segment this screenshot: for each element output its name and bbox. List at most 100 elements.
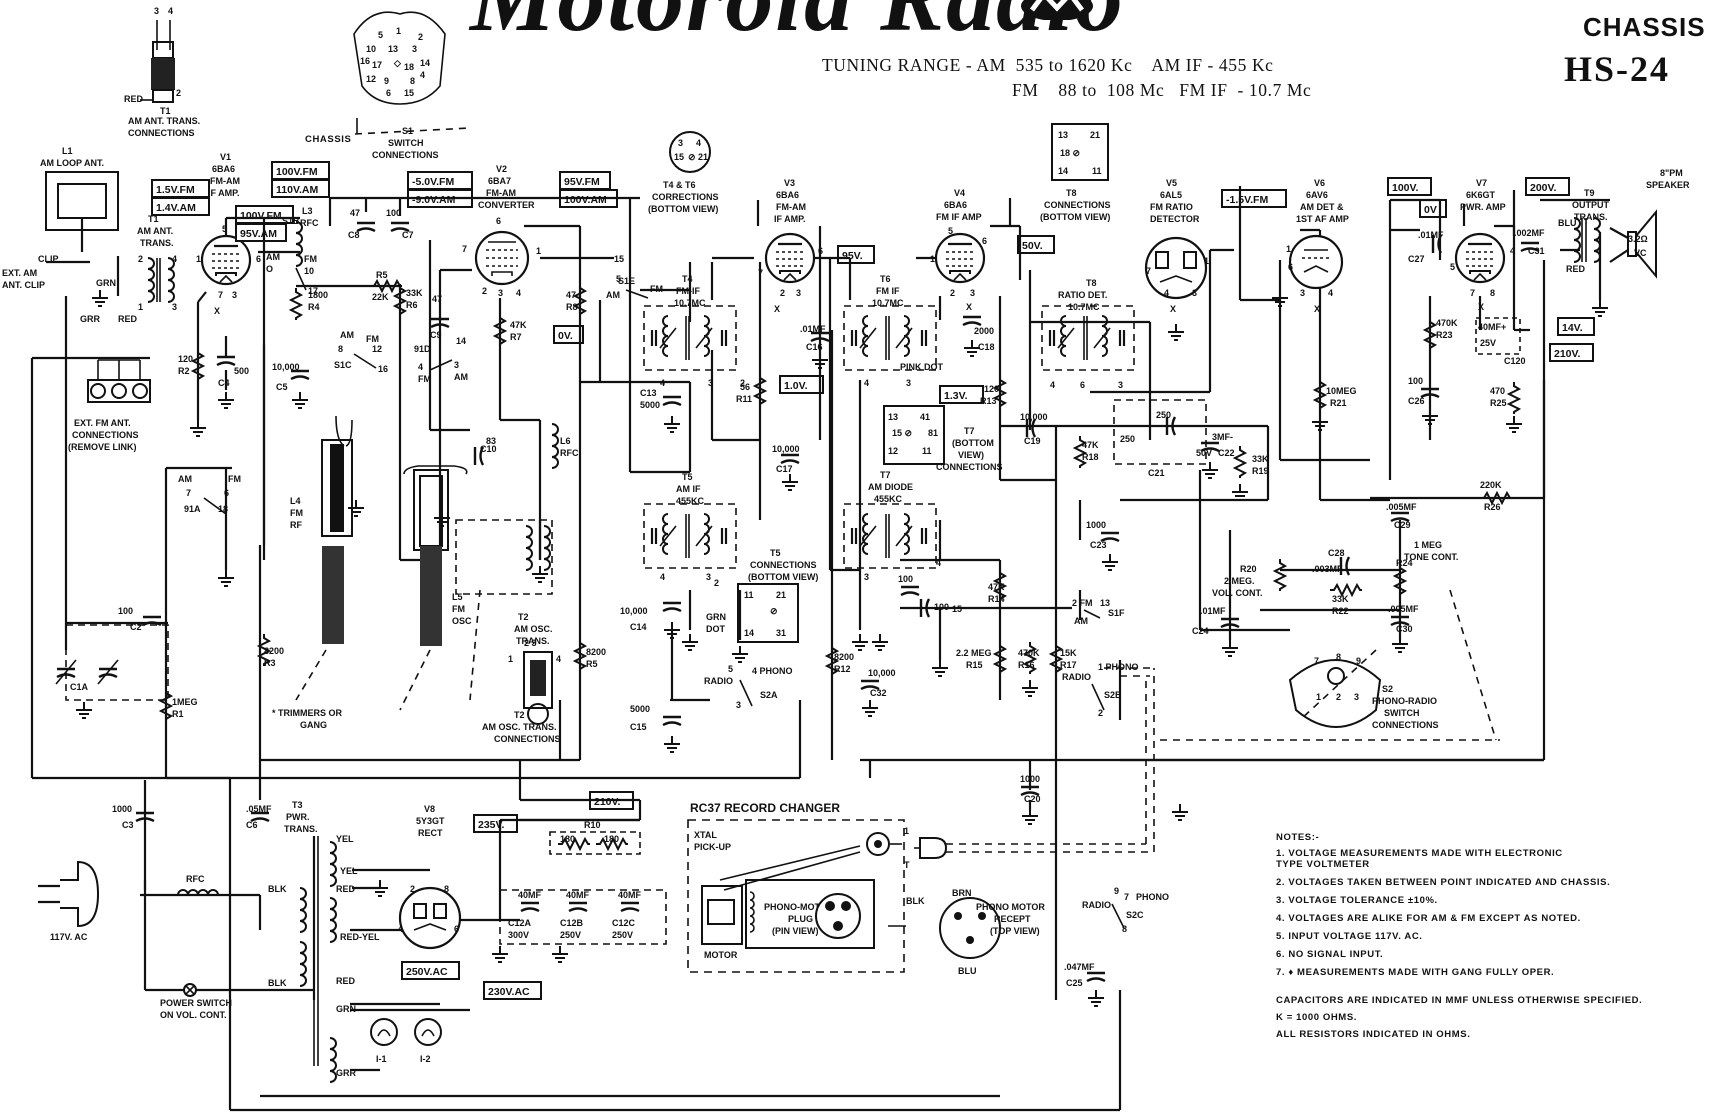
svg-text:T5: T5: [770, 548, 781, 558]
svg-text:T3: T3: [292, 800, 303, 810]
svg-text:7: 7: [758, 268, 763, 278]
svg-text:BLK: BLK: [906, 896, 925, 906]
svg-text:AM LOOP ANT.: AM LOOP ANT.: [40, 158, 104, 168]
svg-text:4: 4: [660, 378, 665, 388]
svg-text:XTAL: XTAL: [694, 830, 717, 840]
svg-text:R3: R3: [264, 658, 276, 668]
svg-text:R11: R11: [736, 394, 752, 404]
svg-text:56: 56: [740, 382, 750, 392]
svg-text:10.7MC: 10.7MC: [1068, 302, 1100, 312]
svg-text:2: 2: [418, 32, 423, 42]
v2-type: 6BA7: [488, 176, 511, 186]
svg-text:SWITCH: SWITCH: [388, 138, 424, 148]
svg-text:SPEAKER: SPEAKER: [1646, 180, 1690, 190]
svg-text:14: 14: [420, 58, 430, 68]
svg-text:120: 120: [984, 384, 999, 394]
svg-text:CHASSIS: CHASSIS: [305, 134, 351, 145]
svg-text:R20: R20: [1240, 564, 1257, 574]
svg-text:8: 8: [444, 884, 449, 894]
svg-text:R21: R21: [1330, 398, 1347, 408]
v6-type: 6AV6: [1306, 190, 1328, 200]
svg-text:250: 250: [1120, 434, 1135, 444]
svg-text:GRN: GRN: [96, 278, 116, 288]
voltage-value: 100V.: [1392, 182, 1419, 194]
svg-text:.01MF: .01MF: [1418, 230, 1444, 240]
svg-text:RF: RF: [290, 520, 302, 530]
svg-text:16: 16: [378, 364, 388, 374]
svg-text:YEL: YEL: [340, 866, 358, 876]
svg-text:VIEW): VIEW): [958, 450, 984, 460]
voltage-box: 230V.AC: [483, 981, 542, 1000]
voltage-value: 95V.: [842, 250, 863, 262]
voltage-measurement-boxes: 1.5V.FM1.4V.AM100V.FM110V.AM100V.FM95V.A…: [151, 161, 1595, 1000]
svg-text:2 FM: 2 FM: [1072, 598, 1093, 608]
svg-text:AM: AM: [606, 290, 620, 300]
svg-text:X: X: [966, 302, 972, 312]
v4-id: V4: [954, 188, 965, 198]
svg-text:C24: C24: [1192, 626, 1209, 636]
svg-text:T1: T1: [160, 106, 171, 116]
svg-text:4: 4: [936, 558, 941, 568]
svg-text:BLK: BLK: [268, 884, 287, 894]
svg-text:DOT: DOT: [706, 624, 726, 634]
voltage-value: 200V.: [1530, 182, 1557, 194]
svg-text:T2: T2: [518, 612, 529, 622]
svg-text:8"PM: 8"PM: [1660, 168, 1683, 178]
svg-text:31: 31: [776, 628, 786, 638]
svg-text:6: 6: [1080, 380, 1085, 390]
svg-text:R10: R10: [584, 820, 601, 830]
svg-text:13: 13: [1100, 598, 1110, 608]
svg-text:C10: C10: [480, 444, 497, 454]
svg-text:21: 21: [698, 152, 708, 162]
svg-text:R5: R5: [586, 659, 598, 669]
voltage-value: 100V.FM: [276, 166, 318, 178]
svg-text:10MEG: 10MEG: [1326, 386, 1357, 396]
v7-function-1: PWR. AMP: [1460, 202, 1506, 212]
svg-text:PLUG: PLUG: [788, 914, 813, 924]
svg-text:PHONO-RADIO: PHONO-RADIO: [1372, 696, 1437, 706]
voltage-box: -5.0V.FM: [407, 171, 473, 190]
svg-text:7: 7: [1146, 266, 1151, 276]
svg-text:250V: 250V: [612, 930, 633, 940]
svg-text:PICK-UP: PICK-UP: [694, 842, 731, 852]
svg-text:2: 2: [1336, 692, 1341, 702]
svg-text:S1B: S1B: [282, 216, 300, 226]
svg-text:5000: 5000: [640, 400, 660, 410]
chassis-label: CHASSIS: [1583, 12, 1706, 42]
svg-text:C30: C30: [1396, 624, 1413, 634]
svg-text:100: 100: [1408, 376, 1423, 386]
svg-text:R13: R13: [980, 396, 997, 406]
svg-text:3: 3: [1354, 692, 1359, 702]
svg-text:RED: RED: [118, 314, 138, 324]
svg-text:4: 4: [516, 288, 521, 298]
svg-text:16: 16: [360, 56, 370, 66]
svg-text:C16: C16: [806, 342, 823, 352]
svg-text:T6: T6: [880, 274, 891, 284]
svg-text:T9: T9: [1584, 188, 1595, 198]
voltage-value: 110V.AM: [276, 184, 318, 196]
svg-text:SWITCH: SWITCH: [1384, 708, 1420, 718]
svg-text:EXT. FM ANT.: EXT. FM ANT.: [74, 418, 131, 428]
voltage-box: 0V.: [553, 325, 584, 344]
svg-text:18 ⊘: 18 ⊘: [1060, 148, 1080, 158]
svg-text:C12A: C12A: [508, 918, 532, 928]
svg-text:.002MF: .002MF: [1514, 228, 1545, 238]
svg-text:R4: R4: [308, 302, 320, 312]
svg-text:GRN: GRN: [336, 1004, 356, 1014]
voltage-value: 50V.: [1022, 240, 1043, 252]
svg-text:470K: 470K: [1018, 648, 1040, 658]
svg-text:C32: C32: [870, 688, 887, 698]
svg-text:3: 3: [1300, 288, 1305, 298]
voltage-box: 100V.: [1387, 177, 1432, 196]
svg-text:R26: R26: [1484, 502, 1501, 512]
svg-text:4: 4: [696, 138, 701, 148]
svg-text:33K: 33K: [1332, 594, 1349, 604]
voltage-box: 95V.FM: [559, 171, 611, 190]
